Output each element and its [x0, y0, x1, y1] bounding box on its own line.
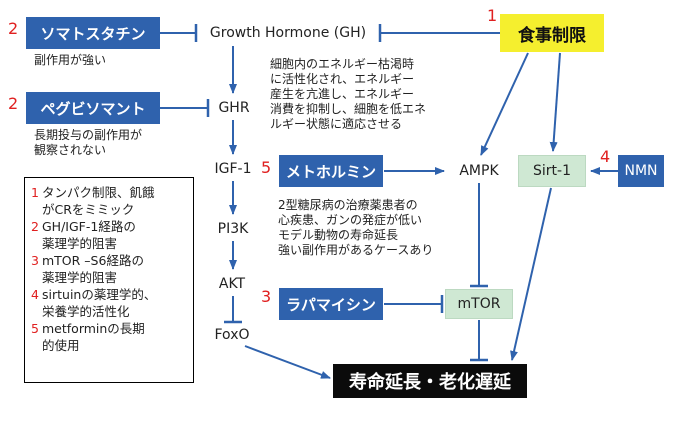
node-sirt-1: Sirt-1 [518, 155, 586, 187]
node-ghr: GHR [218, 100, 250, 116]
node-growth-hormone: Growth Hormone (GH) [209, 25, 367, 41]
node-ampk: AMPK [459, 163, 499, 179]
node-rapamycin: ラパマイシン [279, 288, 383, 320]
number-somatostatin: 2 [8, 19, 19, 38]
number-dietary-restriction: 1 [487, 6, 498, 25]
node-pi3k: PI3K [217, 221, 249, 237]
note-ampk: 細胞内のエネルギー枯渇時 に活性化され、エネルギー 産生を亢進し、エネルギー 消… [270, 57, 427, 131]
node-igf-1: IGF-1 [214, 161, 252, 177]
node-pegvisomant: ペグビソマント [26, 92, 160, 124]
number-rapamycin: 3 [261, 287, 272, 306]
node-foxo: FoxO [214, 327, 250, 343]
node-akt: AKT [218, 276, 246, 292]
edge-sirt1-to-outcome [510, 187, 552, 361]
number-nmn: 4 [600, 147, 611, 166]
number-metformin: 5 [261, 158, 272, 177]
node-dietary-restriction: 食事制限 [500, 14, 604, 52]
node-metformin: メトホルミン [279, 155, 383, 187]
node-nmn: NMN [618, 155, 664, 187]
note-metformin: 2型糖尿病の治療薬患者の 心疾患、ガンの発症が低い モデル動物の寿命延長 強い副… [278, 198, 434, 257]
edge-foxo-to-outcome [244, 345, 331, 379]
node-outcome: 寿命延長・老化遅延 [333, 364, 527, 398]
edge-dietary_restriction-to-ampk [480, 52, 529, 156]
node-somatostatin: ソマトスタチン [26, 17, 160, 49]
node-mtor: mTOR [445, 289, 513, 319]
note-somatostatin: 副作用が強い [34, 53, 107, 67]
edge-dietary_restriction-to-sirt1 [549, 52, 561, 152]
number-pegvisomant: 2 [8, 94, 19, 113]
note-pegvisomant: 長期投与の副作用が 観察されない [34, 128, 143, 157]
